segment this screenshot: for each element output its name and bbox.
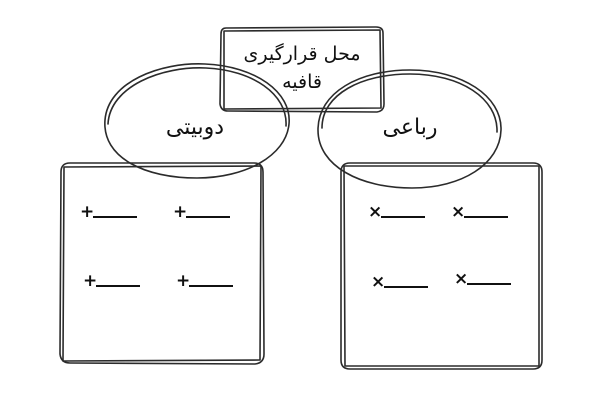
left-line-1: + <box>80 202 137 222</box>
right-oval <box>317 69 502 189</box>
right-line-1: × <box>368 202 425 222</box>
left-oval <box>104 63 290 179</box>
left-line-2: + <box>173 202 230 222</box>
rhyme-mark: × <box>451 202 466 222</box>
rhyme-mark: + <box>83 271 98 291</box>
title-line-1: محل قرارگیری <box>243 43 361 66</box>
rhyme-mark: + <box>176 271 191 291</box>
form-name-dobeyti: دوبیتی <box>165 115 225 140</box>
right-line-3: × <box>371 272 428 292</box>
right-line-4: × <box>454 269 511 289</box>
rhyme-mark: + <box>80 202 95 222</box>
title-box <box>219 26 385 113</box>
rhyme-mark: × <box>371 272 386 292</box>
right-box <box>340 162 543 370</box>
left-line-4: + <box>176 271 233 291</box>
title-label: محل قرارگیری قافیه <box>221 26 383 112</box>
rhyme-mark: × <box>368 202 383 222</box>
title-line-2: قافیه <box>282 71 322 93</box>
rhyme-mark: + <box>173 202 188 222</box>
rhyme-mark: × <box>454 269 469 289</box>
right-line-2: × <box>451 202 508 222</box>
left-box <box>59 162 265 365</box>
form-name-robaee: رباعی <box>382 115 438 140</box>
left-line-3: + <box>83 271 140 291</box>
